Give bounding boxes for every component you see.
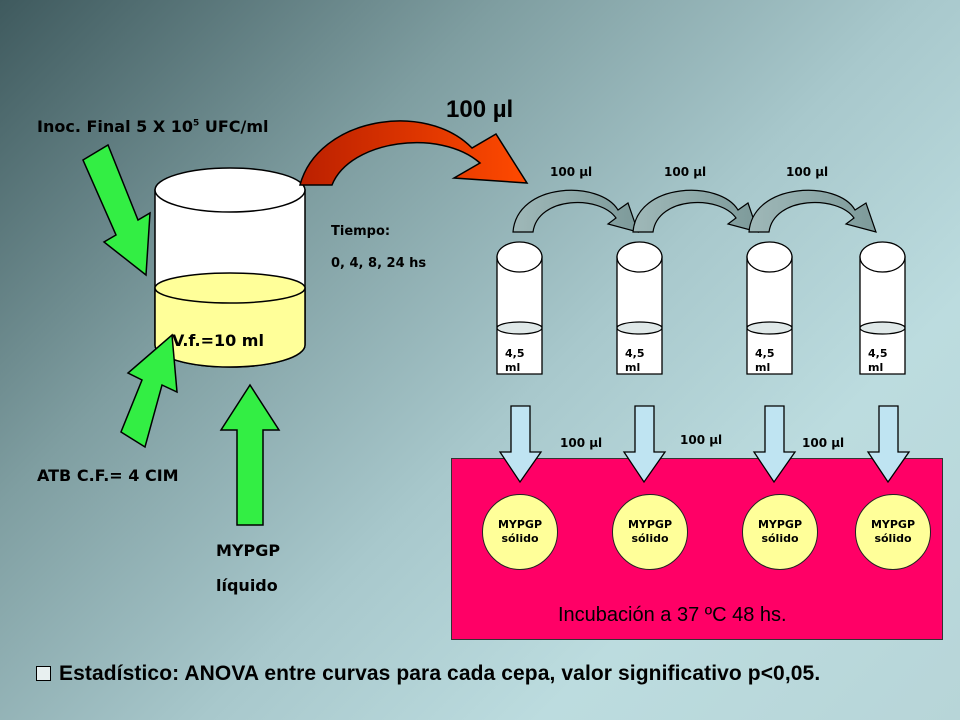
incubation-label: Incubación a 37 ºC 48 hs. — [558, 604, 787, 626]
plating-transfer-label-1: 100 µl — [560, 436, 603, 450]
medium-label-line1: MYPGP — [216, 541, 281, 560]
medium-label-line2: líquido — [216, 576, 278, 595]
plate-4: MYPGP sólido — [855, 494, 931, 570]
serial-transfer-label-1: 100 µl — [550, 165, 593, 179]
plate-label: sólido — [631, 532, 669, 545]
inoculum-arrow — [82, 143, 151, 277]
plate-1: MYPGP sólido — [482, 494, 558, 570]
plate-2: MYPGP sólido — [612, 494, 688, 570]
plate-label: sólido — [874, 532, 912, 545]
plating-transfer-label-2: 100 µl — [680, 433, 723, 447]
tube-1 — [496, 241, 543, 375]
time-label: Tiempo: — [331, 224, 391, 239]
serial-transfer-label-3: 100 µl — [786, 165, 829, 179]
tube-4 — [859, 241, 906, 375]
plating-arrow-3 — [752, 405, 797, 484]
tube-3 — [746, 241, 793, 375]
plate-label: sólido — [761, 532, 799, 545]
main-transfer-label: 100 µl — [446, 96, 514, 123]
plate-label: MYPGP — [497, 518, 543, 531]
plate-label: sólido — [501, 532, 539, 545]
antibiotic-arrow — [120, 333, 178, 449]
conclusion-text: Estadístico: ANOVA entre curvas para cad… — [36, 662, 820, 686]
plate-label: MYPGP — [757, 518, 803, 531]
vessel-rim — [154, 167, 306, 213]
tube-2 — [616, 241, 663, 375]
plate-label: MYPGP — [627, 518, 673, 531]
plate-label: MYPGP — [870, 518, 916, 531]
antibiotic-label: ATB C.F.= 4 CIM — [37, 466, 179, 485]
checkbox-bullet-icon — [36, 666, 51, 681]
plating-arrow-2 — [622, 405, 667, 484]
culture-vessel — [154, 167, 306, 368]
plating-arrow-1 — [498, 405, 543, 484]
vessel-volume-label: V.f.=10 ml — [172, 331, 264, 350]
plate-3: MYPGP sólido — [742, 494, 818, 570]
plating-arrow-4 — [866, 405, 911, 484]
main-transfer-arrow — [299, 120, 529, 186]
inoculum-label: Inoc. Final 5 X 105 UFC/ml — [37, 117, 269, 136]
time-values: 0, 4, 8, 24 hs — [331, 256, 427, 271]
medium-arrow — [219, 383, 281, 526]
serial-arrow-3 — [748, 189, 877, 233]
plating-transfer-label-3: 100 µl — [802, 436, 845, 450]
serial-transfer-label-2: 100 µl — [664, 165, 707, 179]
